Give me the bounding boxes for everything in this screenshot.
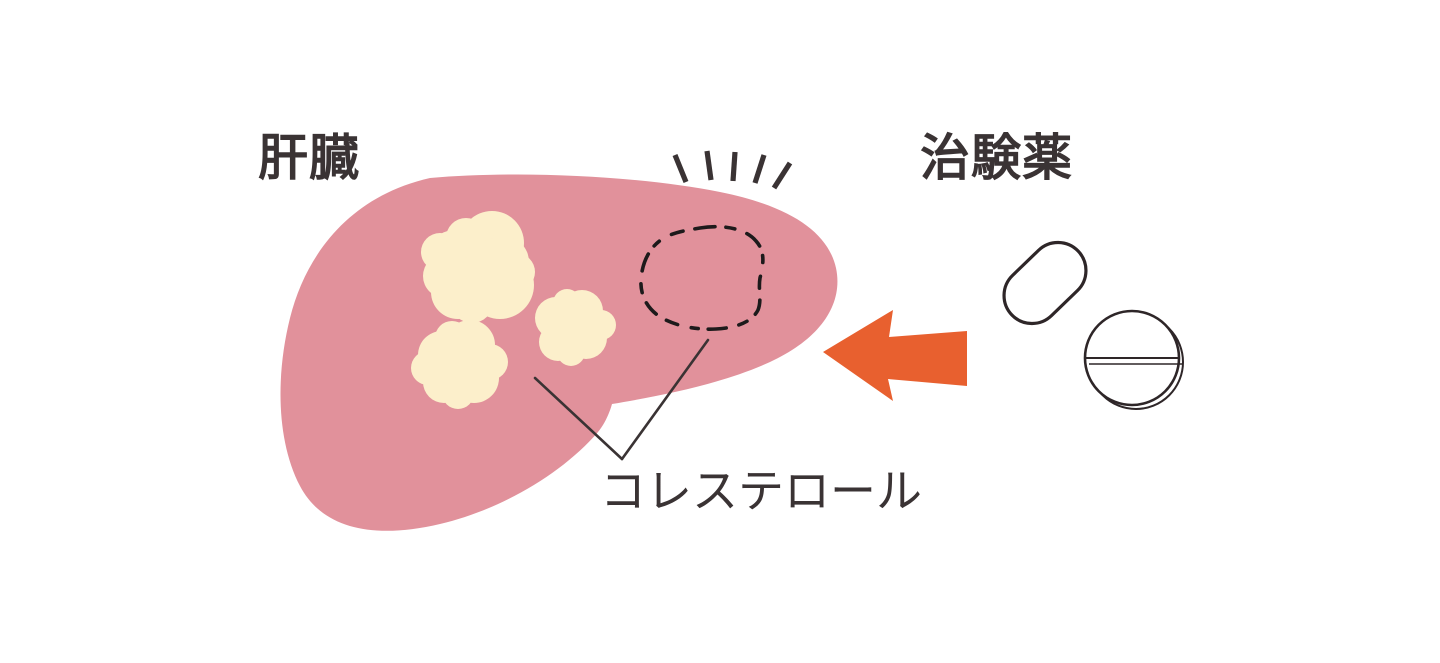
leader-line-right	[620, 338, 710, 461]
sparkle-stroke-3	[730, 151, 738, 182]
cholesterol-deposit-small	[535, 289, 616, 366]
dashed-cholesterol-outline	[639, 224, 765, 331]
cholesterol-deposit-large	[421, 211, 535, 323]
label-drug: 治験薬	[920, 130, 1073, 186]
sparkle-stroke-5	[771, 161, 793, 190]
cholesterol-deposit-medium	[411, 320, 508, 409]
sparkle-stroke-2	[704, 150, 714, 181]
sparkle-strokes	[672, 150, 793, 190]
left-pointing-arrow	[823, 310, 967, 401]
sparkle-stroke-4	[752, 154, 767, 184]
sparkle-stroke-1	[672, 154, 689, 183]
leader-line-left	[533, 376, 624, 461]
label-cholesterol: コレステロール	[600, 465, 922, 517]
label-liver: 肝臓	[258, 130, 360, 186]
capsule-pill	[1002, 240, 1088, 326]
leader-lines	[533, 338, 710, 461]
round-tablet-pill	[1083, 309, 1184, 410]
